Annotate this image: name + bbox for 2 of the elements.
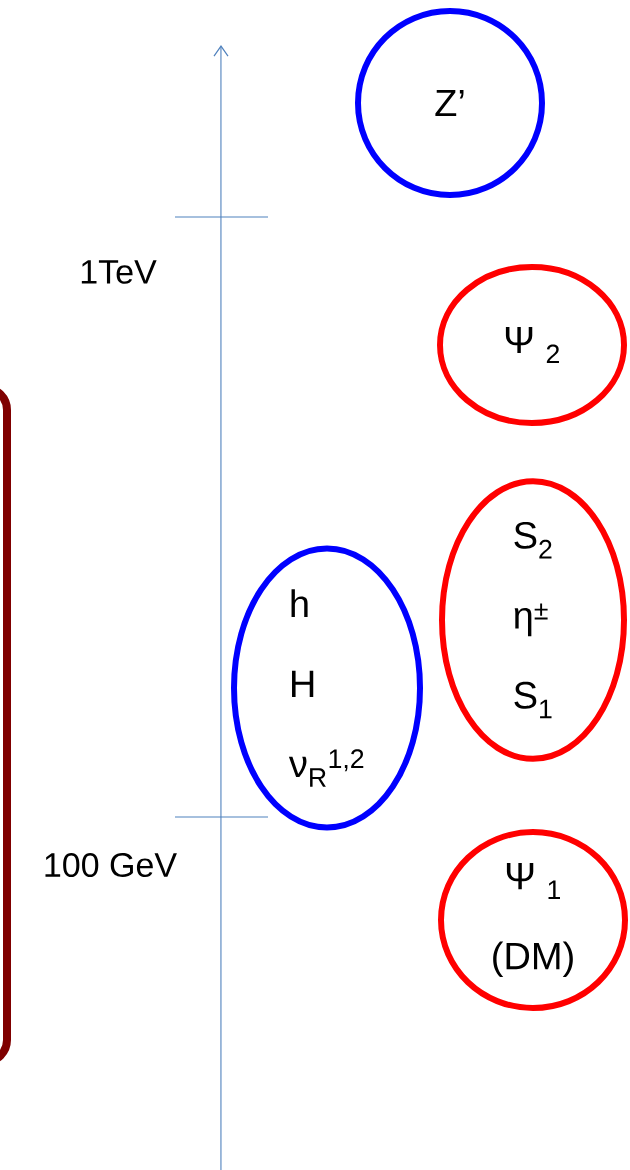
axis-label: 1TeV [81,260,157,284]
axis-label: 100 GeV [45,852,177,878]
